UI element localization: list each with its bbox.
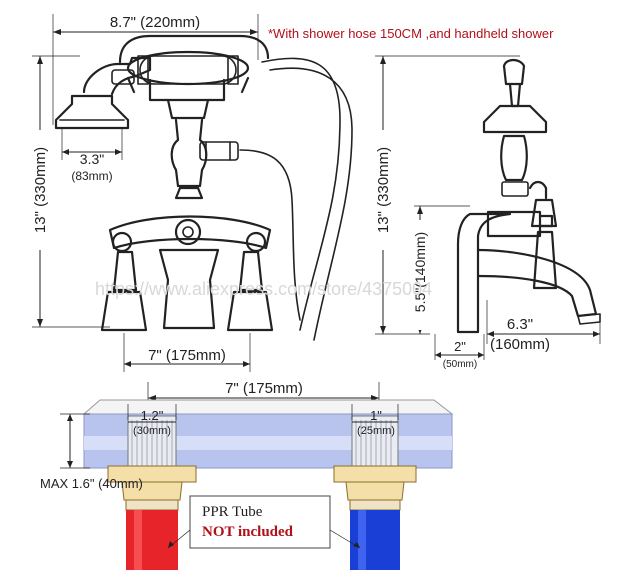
right-height-dimension: 13" (330mm) [373,55,520,335]
base-depth-in-label: 2" [454,339,466,354]
overall-width-label: 8.7" (220mm) [110,14,200,31]
left-supply-pipe [107,415,197,570]
max-thickness-dimension: MAX 1.6" (40mm) [40,413,143,491]
shower-hose [239,57,353,341]
spout-reach-dimension: 6.3" (160mm) [486,300,601,353]
left-pipe-mm-label: (30mm) [133,425,171,437]
handheld-shower-head [54,56,152,130]
right-lock-nut [333,465,417,483]
spout-reach-in-label: 6.3" [507,316,533,333]
front-center-label: 7" (175mm) [148,347,226,364]
left-pipe-dimension: 1.2" (30mm) [127,404,177,437]
right-supply-pipe [333,415,417,570]
base-depth-dimension: 2" (50mm) [434,334,485,370]
spout-height-dimension: 5.5"(140mm) [412,205,470,334]
right-pipe-mm-label: (25mm) [357,425,395,437]
handset-in-label: 3.3" [80,151,104,167]
right-pipe-dimension: 1" (25mm) [351,404,399,437]
spout-reach-mm-label: (160mm) [490,336,550,353]
telephone-cradle [118,34,270,120]
right-height-label: 13" (330mm) [375,147,392,233]
ppr-tube-label: PPR Tube [202,504,263,520]
store-watermark: https://www.aliexpress.com/store/4375004 [95,279,432,299]
hot-ppr-tube [126,510,178,570]
spout-height-label: 5.5"(140mm) [412,232,428,312]
max-thickness-label: MAX 1.6" (40mm) [40,476,143,491]
left-height-dimension: 13" (330mm) [30,55,110,328]
handset-diameter-dimension: 3.3" (83mm) [61,128,123,183]
mixer-body [100,118,274,332]
cold-ppr-tube [350,510,400,570]
base-depth-mm-label: (50mm) [443,359,477,370]
ppr-not-included-label: NOT included [202,524,294,540]
install-center-label: 7" (175mm) [225,380,303,397]
hose-note: *With shower hose 150CM ,and handheld sh… [268,26,554,41]
left-height-label: 13" (330mm) [32,147,49,233]
ppr-tube-callout: PPR Tube NOT included [167,495,361,549]
overall-width-dimension: 8.7" (220mm) [52,12,259,125]
right-pipe-in-label: 1" [370,408,382,423]
side-view-faucet [456,58,601,334]
front-center-dimension: 7" (175mm) [123,333,251,372]
handset-mm-label: (83mm) [71,169,112,183]
left-pipe-in-label: 1.2" [141,408,164,423]
